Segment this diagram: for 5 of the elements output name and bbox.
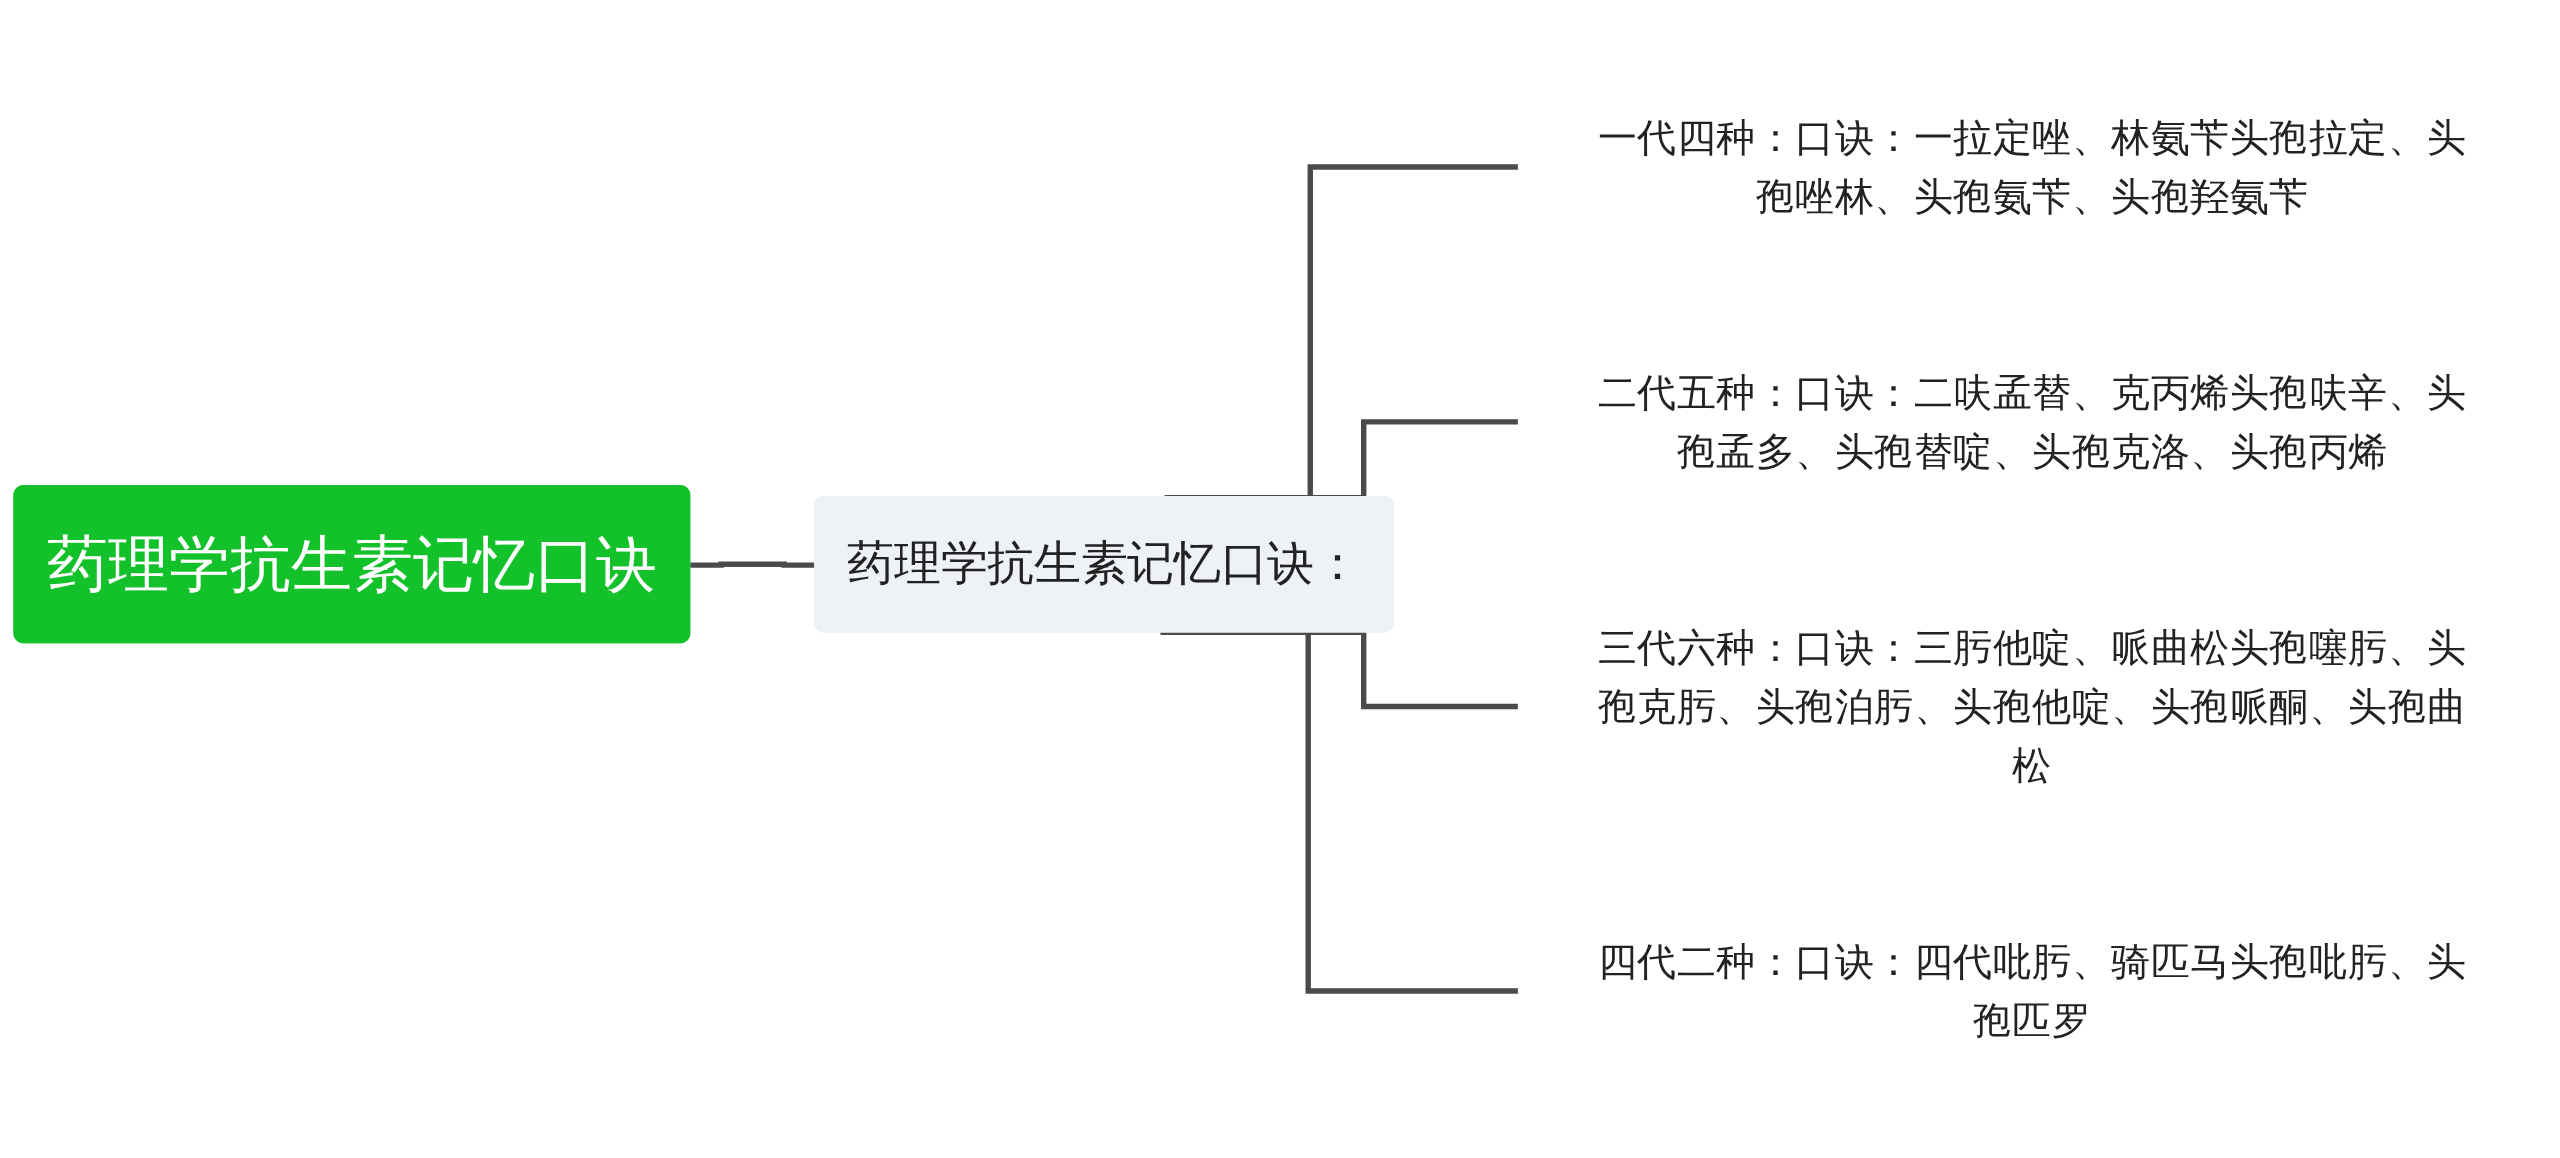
node-text: 二代五种：口诀：二呋孟替、克丙烯头孢呋辛、头孢孟多、头孢替啶、头孢克洛、头孢丙烯 bbox=[1597, 369, 2467, 474]
node-text: 四代二种：口诀：四代吡肟、骑匹马头孢吡肟、头孢匹罗 bbox=[1597, 938, 2467, 1044]
node-text: 一代四种：口诀：一拉定唑、林氨苄头孢拉定、头孢唑林、头孢氨苄、头孢羟氨苄 bbox=[1597, 114, 2467, 220]
connector bbox=[690, 561, 816, 568]
node-text: 三代六种：口诀：三肟他啶、哌曲松头孢噻肟、头孢克肟、头孢泊肟、头孢他啶、头孢哌酮、头孢曲松 bbox=[1597, 624, 2467, 789]
